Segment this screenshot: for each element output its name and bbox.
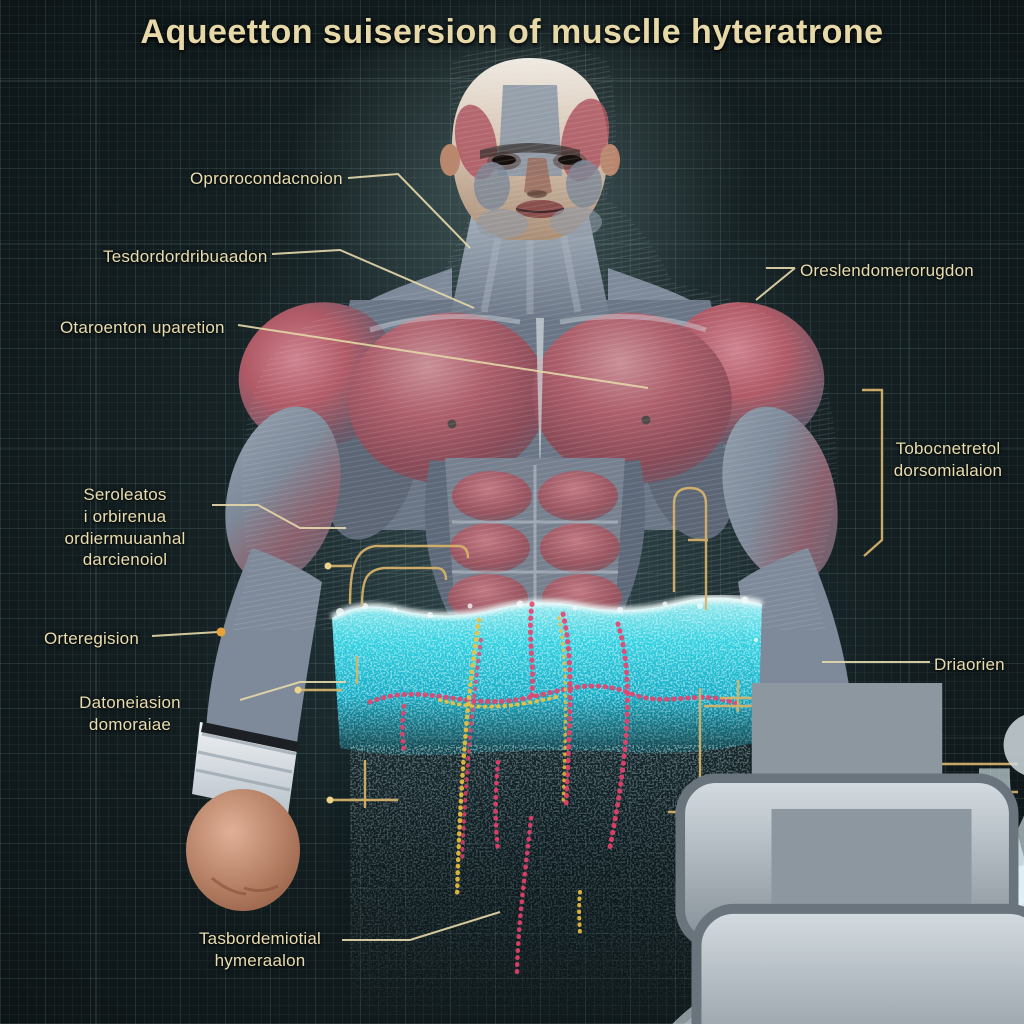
ear-left [440,144,460,176]
anatomy-label-left-2: Tesdordordribuaadon [103,246,267,268]
anatomy-label-left-1: Oprorocondacnoion [190,168,343,190]
anatomy-label-text: Oprorocondacnoion [190,169,343,188]
water-sparkle-texture [332,597,762,756]
anatomy-label-text: hymeraalon [214,950,306,970]
leader-lines [151,172,930,941]
anatomy-label-text: domoraiae [88,714,172,734]
waterline-foam [330,594,763,622]
anatomy-label-bottom-1: Tasbordemiotial hymeraalon [180,928,340,972]
grid-accent-line [908,240,910,1024]
anatomy-label-left-3: Otaroenton uparetion [60,317,225,339]
anatomy-label-text: Driaorien [934,655,1005,674]
anatomy-label-left-6: Datoneiasion domoraiae [25,692,235,736]
pipe-joints [294,562,334,804]
anatomy-label-right-3: Driaorien [934,654,1005,676]
anatomy-label-text: Datoneiasion [79,693,181,712]
anatomy-label-text: darcienoiol [82,550,168,570]
anatomy-label-right-2: Tobocnetretol dorsomialaion [878,438,1018,482]
bead-chains [367,601,740,975]
anatomy-label-left-4: Seroleatos i orbirenua ordiermuuanhal da… [40,484,210,571]
poster-title: Aqueetton suisersion of musclle hyteratr… [140,13,884,51]
anatomy-label-text: Seroleatos [83,485,167,504]
wrap-band-left [201,722,299,752]
marker-dot [216,627,226,637]
anatomy-label-text: Tasbordemiotial [198,929,322,948]
anatomy-label-text: Tobocnetretol [895,439,1001,458]
anatomy-label-text: dorsomialaion [893,460,1003,480]
anatomy-label-left-5: Orteregision [44,628,139,650]
anatomy-label-text: ordiermuuanhal [64,528,186,548]
anatomy-label-text: Oreslendomerorugdon [800,261,974,280]
anatomy-label-text: Orteregision [44,629,139,648]
anatomy-label-text: Tesdordordribuaadon [103,247,268,266]
grid-accent-line [95,0,97,1024]
anatomy-label-text: Otaroenton uparetion [60,318,225,337]
anatomy-label-text: i orbirenua [83,506,167,526]
anatomy-label-right-1: Oreslendomerorugdon [800,260,974,282]
foam-bubbles [336,596,758,642]
